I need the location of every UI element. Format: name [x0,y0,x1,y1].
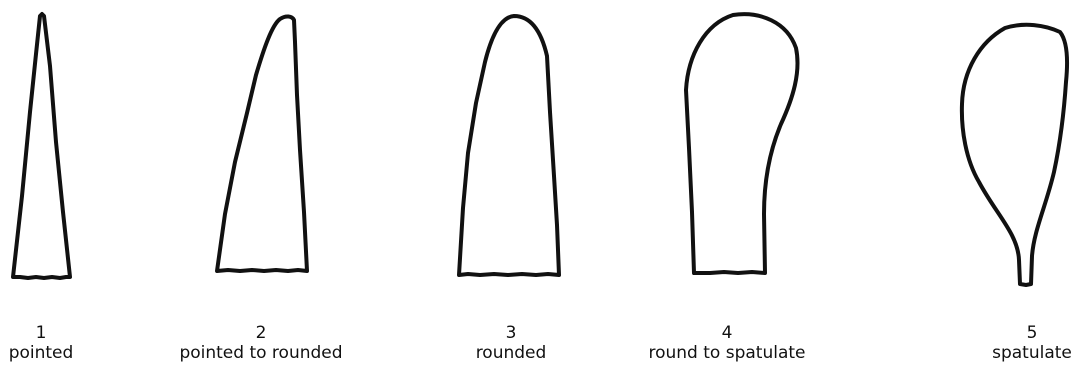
shape-label-spatulate: 5 spatulate [992,323,1072,363]
shape-label-pointed-to-rounded: 2 pointed to rounded [179,323,342,363]
shape-name: round to spatulate [648,343,805,363]
shape-pointed [13,14,70,278]
shape-spatulate [962,25,1067,285]
shape-round-to-spatulate [686,14,798,273]
shape-label-pointed: 1 pointed [9,323,74,363]
shape-rounded [459,16,559,275]
shape-name: spatulate [992,343,1072,363]
shape-number: 5 [992,323,1072,343]
shape-name: pointed [9,343,74,363]
shape-number: 2 [179,323,342,343]
shape-number: 1 [9,323,74,343]
shape-name: pointed to rounded [179,343,342,363]
shape-label-round-to-spatulate: 4 round to spatulate [648,323,805,363]
shape-number: 3 [476,323,547,343]
shape-name: rounded [476,343,547,363]
shape-number: 4 [648,323,805,343]
shape-label-rounded: 3 rounded [476,323,547,363]
shape-pointed-to-rounded [217,16,307,271]
